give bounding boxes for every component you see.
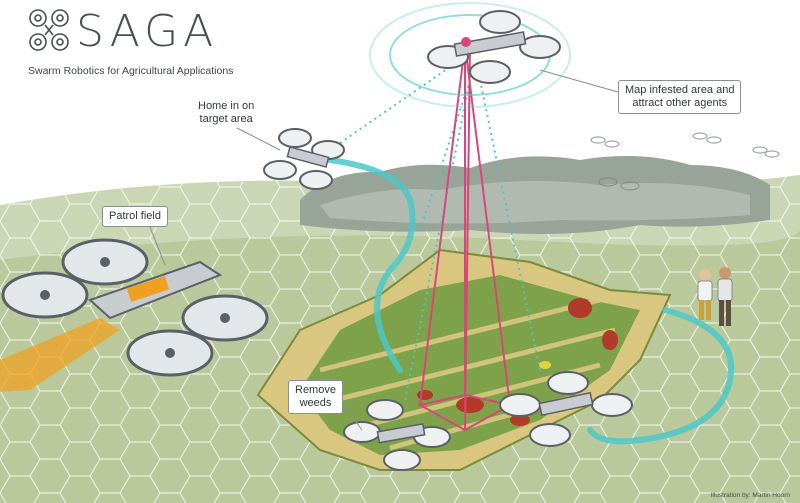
drone-weeding-right: [499, 371, 633, 447]
drone-distant-group: [590, 132, 780, 191]
drone-homing: [263, 128, 345, 190]
drone-weeding-left: [343, 399, 451, 471]
drone-large-patrol: [1, 238, 269, 377]
callout-remove-line1: Remove: [295, 384, 336, 396]
callout-remove-weeds: Remove weeds: [288, 380, 343, 414]
mapping-beams: [417, 44, 513, 432]
saga-logo-icon: [29, 9, 69, 51]
callout-map-line1: Map infested area and: [625, 84, 735, 96]
callout-home-line1: Home in on: [198, 100, 255, 112]
callout-patrol-label: Patrol field: [109, 210, 161, 222]
callout-remove-line2: weeds: [299, 397, 332, 409]
callout-leaders: [147, 69, 619, 431]
callout-map-line2: attract other agents: [632, 97, 728, 109]
callout-map-infested: Map infested area and attract other agen…: [618, 80, 742, 114]
callout-home-line2: target area: [199, 113, 253, 125]
brand-subtitle: Swarm Robotics for Agricultural Applicat…: [28, 65, 234, 77]
communication-links: [329, 59, 541, 401]
illustration-credit: Illustration by: Martin Hoorn: [710, 492, 790, 499]
callout-patrol-field: Patrol field: [102, 206, 168, 227]
drone-mapping: [427, 10, 561, 84]
signal-trails: [327, 157, 735, 445]
brand-name: SAGA: [76, 6, 219, 57]
patrol-trail: [0, 318, 120, 392]
callout-home-in: Home in on target area: [198, 100, 254, 126]
forest: [300, 156, 770, 234]
person-icon: [697, 267, 733, 326]
